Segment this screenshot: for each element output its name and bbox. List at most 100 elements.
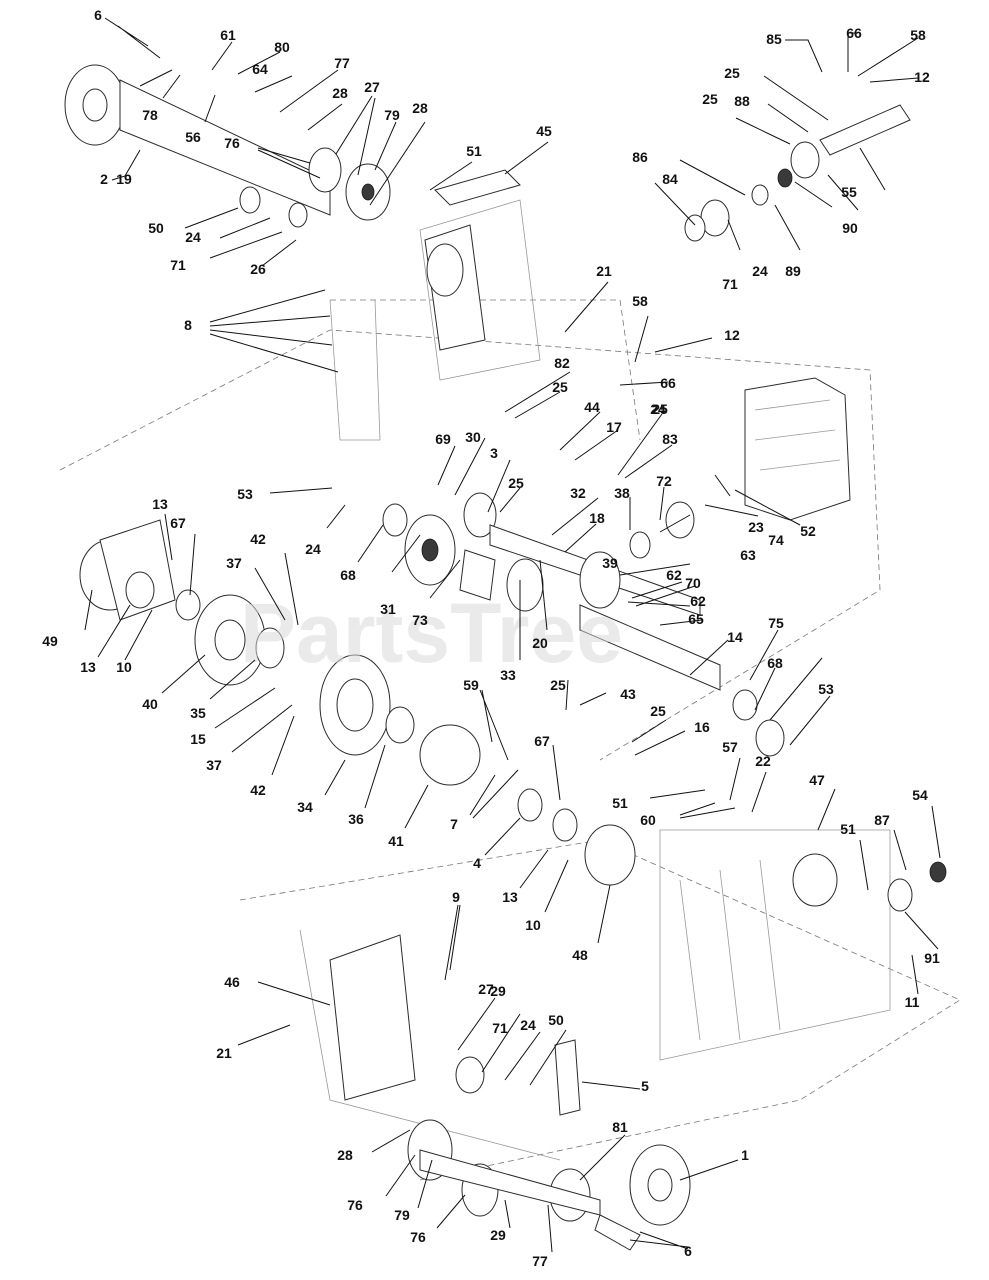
callout-label: 3 bbox=[490, 445, 498, 461]
casing-lower-46 bbox=[329, 934, 416, 1101]
callout-label: 36 bbox=[348, 811, 364, 827]
callout-label: 50 bbox=[548, 1012, 564, 1028]
callout-label: 14 bbox=[727, 629, 743, 645]
pinion-35 bbox=[255, 627, 285, 669]
callout-label: 67 bbox=[534, 733, 550, 749]
callout-label: 13 bbox=[502, 889, 518, 905]
callout-label: 74 bbox=[768, 532, 784, 548]
callout-label: 65 bbox=[688, 611, 704, 627]
callout-label: 39 bbox=[602, 555, 618, 571]
callout-label: 42 bbox=[250, 782, 266, 798]
callout-label: 2 bbox=[100, 171, 108, 187]
callout-label: 25 bbox=[550, 677, 566, 693]
callout-label: 24 bbox=[752, 263, 768, 279]
gear-upper-76 bbox=[308, 147, 342, 193]
callout-label: 87 bbox=[874, 812, 890, 828]
callout-label: 85 bbox=[766, 31, 782, 47]
callout-label: 10 bbox=[525, 917, 541, 933]
callout-label: 57 bbox=[722, 739, 738, 755]
callout-label: 48 bbox=[572, 947, 588, 963]
callout-label: 49 bbox=[42, 633, 58, 649]
callout-label: 88 bbox=[734, 93, 750, 109]
callout-label: 68 bbox=[340, 567, 356, 583]
callout-label: 29 bbox=[490, 983, 506, 999]
callout-label: 58 bbox=[632, 293, 648, 309]
callout-label: 76 bbox=[410, 1229, 426, 1245]
callout-label: 52 bbox=[800, 523, 816, 539]
callout-label: 71 bbox=[722, 276, 738, 292]
callout-label: 60 bbox=[640, 812, 656, 828]
part-sketches bbox=[64, 64, 947, 1251]
leader-lines bbox=[84, 17, 941, 1253]
callout-label: 90 bbox=[842, 220, 858, 236]
callout-label: 29 bbox=[490, 1227, 506, 1243]
transmission-frame-outline bbox=[59, 199, 961, 1181]
callout-label: 51 bbox=[466, 143, 482, 159]
callout-label: 21 bbox=[216, 1045, 232, 1061]
callout-label: 24 bbox=[650, 401, 666, 417]
callout-label: 67 bbox=[170, 515, 186, 531]
callout-label: 25 bbox=[724, 65, 740, 81]
callout-label: 41 bbox=[388, 833, 404, 849]
shaft-upper-right bbox=[819, 104, 911, 156]
callout-label: 51 bbox=[612, 795, 628, 811]
callout-label: 72 bbox=[656, 473, 672, 489]
callout-label: 15 bbox=[190, 731, 206, 747]
callout-label: 13 bbox=[152, 496, 168, 512]
callout-label: 68 bbox=[767, 655, 783, 671]
callout-label: 66 bbox=[660, 375, 676, 391]
callout-label: 53 bbox=[237, 486, 253, 502]
callout-label: 78 bbox=[142, 107, 158, 123]
callout-label: 45 bbox=[536, 123, 552, 139]
callout-label: 19 bbox=[116, 171, 132, 187]
callout-label: 37 bbox=[206, 757, 222, 773]
callout-label: 73 bbox=[412, 612, 428, 628]
callout-label: 64 bbox=[252, 61, 268, 77]
callout-label: 62 bbox=[690, 593, 706, 609]
callout-label: 40 bbox=[142, 696, 158, 712]
callout-label: 70 bbox=[685, 575, 701, 591]
callout-label: 84 bbox=[662, 171, 678, 187]
callout-label: 12 bbox=[914, 69, 930, 85]
callout-label: 75 bbox=[768, 615, 784, 631]
callout-label: 27 bbox=[478, 981, 494, 997]
callout-label: 66 bbox=[846, 25, 862, 41]
callout-label: 63 bbox=[740, 547, 756, 563]
housing-48 bbox=[584, 824, 636, 886]
callout-label: 86 bbox=[632, 149, 648, 165]
callout-label: 12 bbox=[724, 327, 740, 343]
callout-label: 24 bbox=[305, 541, 321, 557]
callout-label: 79 bbox=[384, 107, 400, 123]
callout-label: 44 bbox=[584, 399, 600, 415]
callout-label: 77 bbox=[532, 1253, 548, 1269]
callout-label: 76 bbox=[347, 1197, 363, 1213]
callout-label: 50 bbox=[148, 220, 164, 236]
callout-label: 82 bbox=[554, 355, 570, 371]
callout-label: 53 bbox=[818, 681, 834, 697]
engine-block-upper bbox=[744, 377, 851, 521]
callout-label: 20 bbox=[532, 635, 548, 651]
callout-label: 28 bbox=[332, 85, 348, 101]
callout-label: 6 bbox=[94, 7, 102, 23]
callout-label: 51 bbox=[840, 821, 856, 837]
callout-label: 62 bbox=[666, 567, 682, 583]
cover-41 bbox=[419, 724, 481, 786]
callout-label: 30 bbox=[465, 429, 481, 445]
callout-label: 18 bbox=[589, 510, 605, 526]
callout-label: 42 bbox=[250, 531, 266, 547]
callout-label: 46 bbox=[224, 974, 240, 990]
callout-label: 37 bbox=[226, 555, 242, 571]
callout-label: 24 bbox=[185, 229, 201, 245]
callout-label: 47 bbox=[809, 772, 825, 788]
callout-label: 26 bbox=[250, 261, 266, 277]
callout-label: 34 bbox=[297, 799, 313, 815]
callout-label: 17 bbox=[606, 419, 622, 435]
callout-label: 25 bbox=[652, 401, 668, 417]
callout-label: 16 bbox=[694, 719, 710, 735]
callout-label: 1 bbox=[741, 1147, 749, 1163]
callout-label: 71 bbox=[170, 257, 186, 273]
callout-label: 21 bbox=[596, 263, 612, 279]
callout-label: 9 bbox=[452, 889, 460, 905]
watermark: PartsTree bbox=[240, 586, 623, 680]
